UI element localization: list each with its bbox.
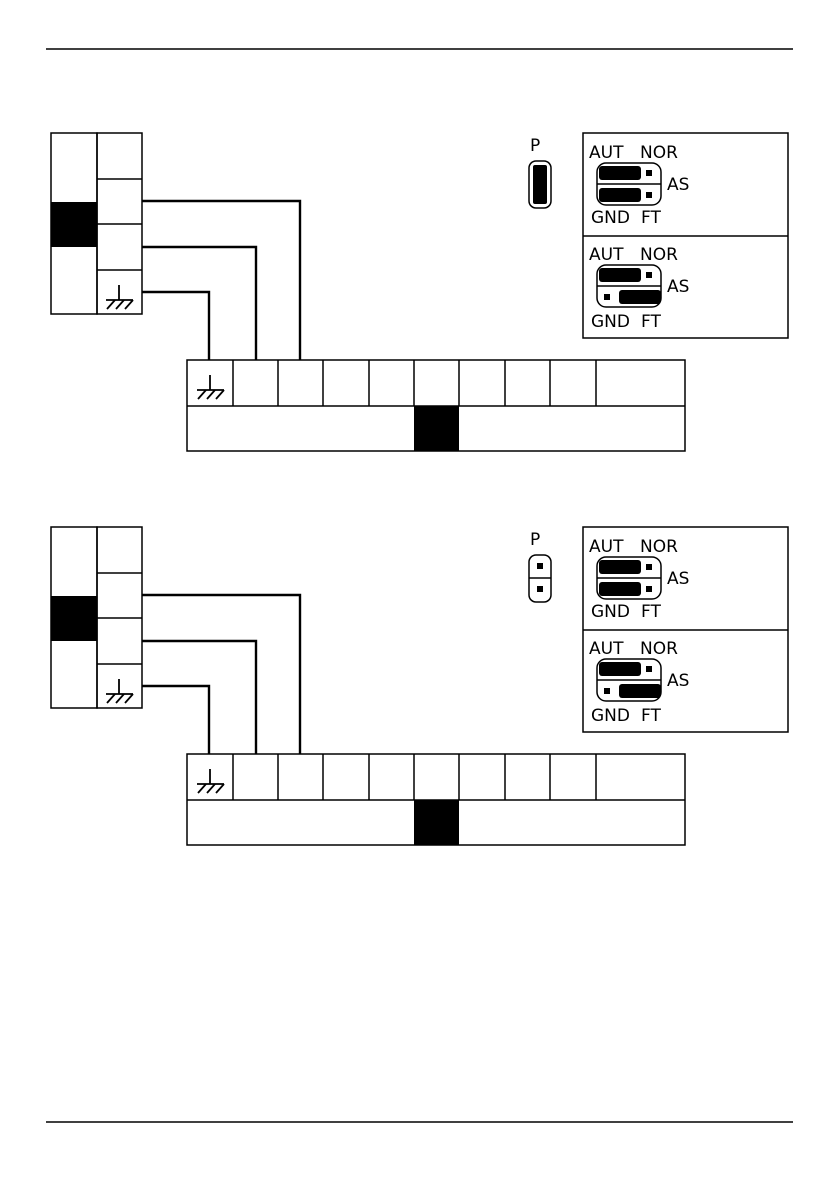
jumper-cap: [599, 582, 641, 596]
jumper-config-upper: AUT NOR AS GND FT: [589, 143, 689, 228]
jumper-cap: [599, 188, 641, 202]
label-as: AS: [667, 277, 689, 297]
ground-icon: [197, 375, 224, 399]
jumper-cap: [599, 166, 641, 180]
jumper-p: P: [529, 136, 551, 208]
jumper-p-label: P: [530, 136, 540, 156]
jumper-settings-box: AUT NOR AS GND FT AUT NOR AS GND FT: [583, 527, 788, 732]
jumper-cap: [599, 560, 641, 574]
bottom-terminal-strip: [187, 360, 685, 451]
bottom-terminal-strip: [187, 754, 685, 845]
jumper-settings-box: AUT NOR AS GND FT AUT NOR AS GND FT: [583, 133, 788, 338]
label-nor: NOR: [640, 143, 678, 163]
ground-icon: [106, 679, 133, 703]
label-aut: AUT: [589, 245, 624, 265]
wire-1: [142, 595, 300, 754]
jumper-pin: [537, 563, 543, 569]
ground-icon: [197, 769, 224, 793]
wire-2: [142, 641, 256, 754]
label-ft: FT: [641, 602, 661, 622]
filled-terminal: [51, 596, 97, 641]
label-nor: NOR: [640, 245, 678, 265]
label-gnd: GND: [591, 602, 630, 622]
label-aut: AUT: [589, 639, 624, 659]
jumper-p-label: P: [530, 530, 540, 550]
jumper-pin: [537, 586, 543, 592]
left-terminal-block: [51, 527, 142, 708]
label-as: AS: [667, 569, 689, 589]
filled-terminal: [51, 202, 97, 247]
wire-1: [142, 201, 300, 360]
label-nor: NOR: [640, 639, 678, 659]
jumper-config-upper: AUT NOR AS GND FT: [589, 537, 689, 622]
wiring-panel-bottom: P AUT NOR AS GND FT AU: [51, 527, 788, 845]
label-gnd: GND: [591, 706, 630, 726]
jumper-cap: [619, 290, 661, 304]
label-ft: FT: [641, 706, 661, 726]
filled-terminal: [414, 406, 459, 451]
jumper-config-lower: AUT NOR AS GND FT: [589, 245, 689, 332]
jumper-cap: [599, 662, 641, 676]
jumper-cap: [533, 165, 547, 204]
jumper-config-lower: AUT NOR AS GND FT: [589, 639, 689, 726]
jumper-p: P: [529, 530, 551, 602]
label-aut: AUT: [589, 143, 624, 163]
wires: [142, 595, 300, 754]
wire-ground: [142, 292, 209, 360]
label-as: AS: [667, 671, 689, 691]
label-gnd: GND: [591, 312, 630, 332]
jumper-cap: [599, 268, 641, 282]
label-ft: FT: [641, 312, 661, 332]
label-nor: NOR: [640, 537, 678, 557]
label-as: AS: [667, 175, 689, 195]
wiring-panel-top: P AUT NOR AS GND FT: [51, 133, 788, 451]
label-ft: FT: [641, 208, 661, 228]
wire-ground: [142, 686, 209, 754]
wires: [142, 201, 300, 360]
label-gnd: GND: [591, 208, 630, 228]
left-terminal-block: [51, 133, 142, 314]
label-aut: AUT: [589, 537, 624, 557]
jumper-cap: [619, 684, 661, 698]
wire-2: [142, 247, 256, 360]
filled-terminal: [414, 800, 459, 845]
ground-icon: [106, 285, 133, 309]
